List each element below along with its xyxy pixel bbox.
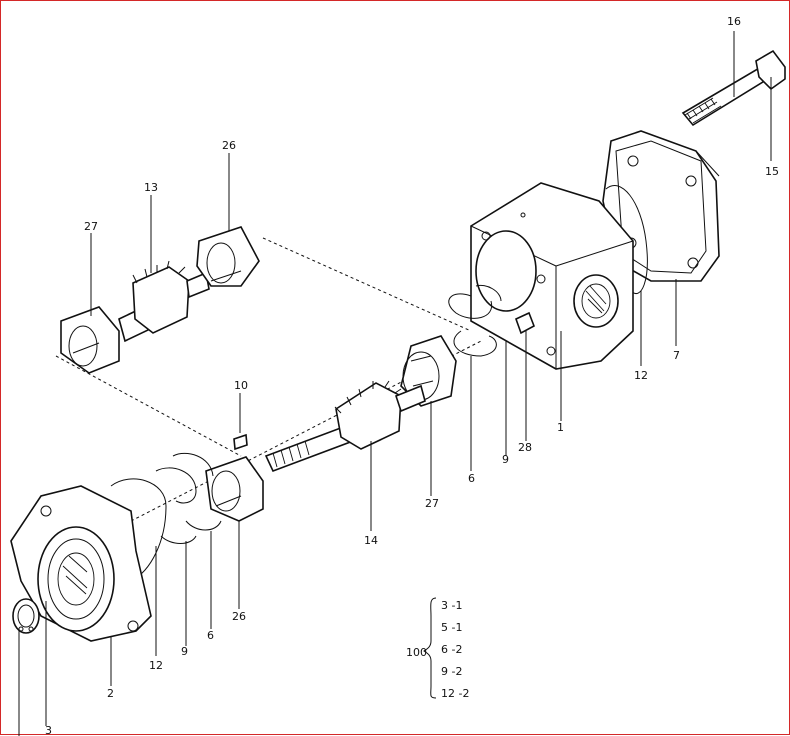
callout-labels: 16 15 26 13 27 7 12 28 1 9 6 27 10 14 2 … <box>45 15 779 736</box>
pump-body-part <box>470 182 634 370</box>
quantity-table: 100 3 -1 5 -1 6 -2 9 -2 12 -2 <box>406 597 469 700</box>
callout-label: 27 <box>84 220 98 233</box>
qty-group-label: 100 <box>406 646 427 659</box>
callout-label: 6 <box>468 472 475 485</box>
callout-label: 10 <box>234 379 248 392</box>
callout-label: 15 <box>765 165 779 178</box>
backup-ring-left <box>155 452 222 544</box>
qty-row: 9 -2 <box>441 665 462 678</box>
callout-leaders <box>18 31 772 736</box>
driven-gear-part <box>118 260 210 343</box>
callout-label: 7 <box>673 349 680 362</box>
qty-brace <box>423 597 437 699</box>
key-part <box>233 433 248 451</box>
drive-gear-part <box>264 380 426 473</box>
callout-label: 9 <box>181 645 188 658</box>
callout-label: 16 <box>727 15 741 28</box>
callout-label: 13 <box>144 181 158 194</box>
callout-label: 6 <box>207 629 214 642</box>
callout-label: 2 <box>107 687 114 700</box>
callout-label: 26 <box>222 139 236 152</box>
assembly-line <box>55 355 242 457</box>
assembly-line <box>262 237 472 332</box>
qty-row: 6 -2 <box>441 643 462 656</box>
qty-row: 5 -1 <box>441 621 462 634</box>
callout-label: 28 <box>518 441 532 454</box>
qty-row: 3 -1 <box>441 599 462 612</box>
callout-label: 3 <box>45 724 52 736</box>
backup-ring-right <box>448 284 502 357</box>
callout-label: 1 <box>557 421 564 434</box>
bushing-top-left-part <box>60 306 120 374</box>
qty-row: 12 -2 <box>441 687 469 700</box>
callout-label: 27 <box>425 497 439 510</box>
callout-label: 26 <box>232 610 246 623</box>
callout-label: 9 <box>502 453 509 466</box>
callout-label: 12 <box>149 659 163 672</box>
seal-ring-left <box>110 478 167 582</box>
snap-ring-part <box>12 598 40 634</box>
callout-label: 14 <box>364 534 378 547</box>
pin-part <box>515 311 535 335</box>
bushing-bottom-part <box>205 456 264 522</box>
seal-ring-part <box>605 185 648 294</box>
bushing-top-part <box>196 226 260 287</box>
callout-label: 12 <box>634 369 648 382</box>
